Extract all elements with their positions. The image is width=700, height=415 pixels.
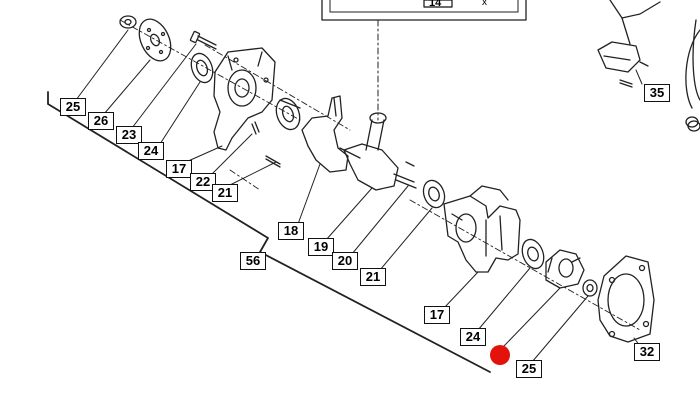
- plate-32: [597, 255, 655, 343]
- nut-25-lower: [582, 279, 598, 297]
- top-inset-label: 14: [429, 0, 442, 9]
- callout-25-nut-lower[interactable]: 25: [516, 360, 542, 378]
- callout-17-crankcase[interactable]: 17: [166, 160, 192, 178]
- callout-20-key[interactable]: 20: [332, 252, 358, 270]
- crankcase-17-right: [443, 185, 521, 273]
- highlight-marker[interactable]: [490, 345, 510, 365]
- clutch-hub: [545, 249, 585, 289]
- callout-25-nut[interactable]: 25: [60, 98, 86, 116]
- flywheel-26: [138, 18, 172, 62]
- callout-19-crankshaft[interactable]: 19: [308, 238, 334, 256]
- bearing-21-right: [422, 179, 446, 209]
- gasket-18: [301, 95, 349, 173]
- callout-21-bearing-right[interactable]: 21: [360, 268, 386, 286]
- top-inset-box: [321, 0, 527, 21]
- callout-17-crankcase-right[interactable]: 17: [424, 306, 450, 324]
- bearing-24-lower: [521, 238, 545, 270]
- callout-22-pin[interactable]: 22: [190, 173, 216, 191]
- crankshaft-19: [339, 112, 417, 191]
- baseline: [47, 91, 491, 373]
- callout-21-bearing[interactable]: 21: [212, 184, 238, 202]
- callout-24-bearing-lower[interactable]: 24: [460, 328, 486, 346]
- bearing-24-top: [190, 52, 214, 84]
- bolt-23: [189, 30, 217, 50]
- callout-18-gasket[interactable]: 18: [278, 222, 304, 240]
- key-20: [405, 161, 415, 167]
- top-inset-sign: x: [482, 0, 487, 8]
- bolt-21-small: [265, 155, 281, 168]
- pin-22: [251, 121, 260, 135]
- callout-35-ignition[interactable]: 35: [644, 84, 670, 102]
- callout-26-flywheel[interactable]: 26: [88, 112, 114, 130]
- callout-24-bearing[interactable]: 24: [138, 142, 164, 160]
- callout-23-bolt[interactable]: 23: [116, 126, 142, 144]
- cable-right: [685, 19, 700, 132]
- leader-lines: [75, 29, 643, 363]
- callout-32-plate[interactable]: 32: [634, 343, 660, 361]
- nut-25-top: [119, 15, 137, 29]
- bearing-21-left: [275, 97, 301, 131]
- crankcase-17-left: [213, 47, 276, 151]
- ignition-assembly-35: [597, 0, 661, 88]
- callout-56-kit[interactable]: 56: [240, 252, 266, 270]
